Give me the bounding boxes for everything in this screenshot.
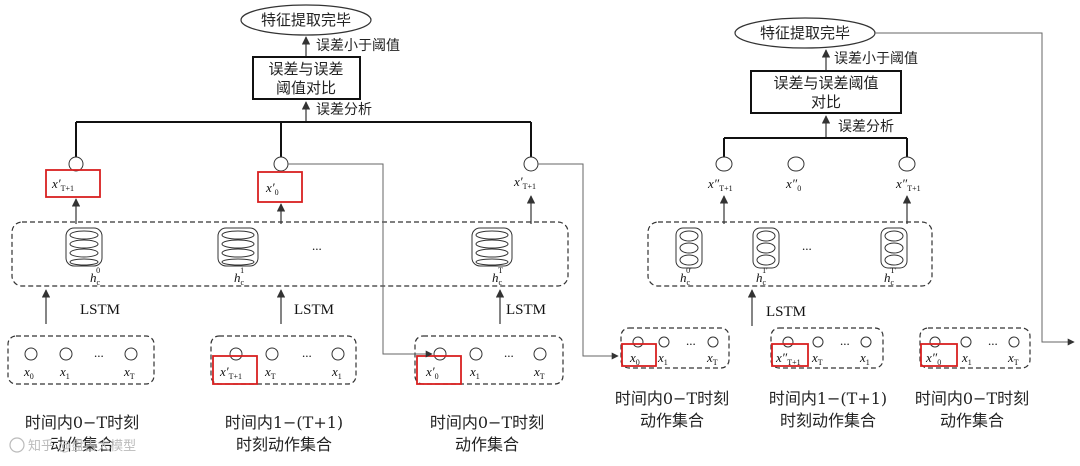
svg-text:...: ... [840,333,850,348]
right-group-caption: 时间内0−T时刻 [615,389,729,408]
left-done-node [240,4,372,36]
left-input-group: ... x′0 x1 xT [414,335,564,385]
watermark-text: 知乎 @盘古大模型 [28,438,136,454]
right-done-label: 特征提取完毕 [760,24,850,42]
right-group-caption: 时刻动作集合 [780,411,876,430]
svg-text:x0: x0 [23,364,34,381]
right-output-node [787,156,805,172]
right-output-label: x″0 [785,176,801,193]
svg-text:...: ... [988,333,998,348]
right-compare-label-1: 误差与误差阈值 [773,74,878,92]
left-hidden-ellipsis: ... [312,238,322,253]
right-framework: 特征提取完毕 误差小于阈值 误差与误差阈值 对比 误差分析 x″T+1 x″0 … [615,17,1075,430]
right-compare-label-2: 对比 [811,93,841,111]
right-input-group: ... x″T+1 xT x1 [770,327,884,369]
left-hidden-label: hcT [492,266,503,287]
svg-text:x1: x1 [469,364,480,381]
right-lstm-label: LSTM [766,304,806,320]
left-lstm-cell [471,227,513,267]
svg-text:...: ... [686,333,696,348]
left-hidden-label: hc0 [90,266,101,287]
right-output-label: x″T+1 [707,176,733,193]
right-compare-box [750,70,902,114]
svg-text:...: ... [504,345,514,360]
svg-text:x0: x0 [629,350,640,367]
right-input-group: ... x″0 x1 xT [919,327,1031,369]
svg-text:x″0: x″0 [925,350,941,367]
svg-text:x′0: x′0 [425,364,439,381]
left-lstm-label: LSTM [506,302,546,318]
svg-text:...: ... [94,345,104,360]
svg-text:x1: x1 [331,364,342,381]
right-group-caption: 时间内0−T时刻 [915,389,1029,408]
left-input-group: ... x′T+1 xT x1 [210,335,357,385]
right-group-caption: 时间内1−(T+1) [769,389,887,408]
svg-text:x1: x1 [657,350,668,367]
left-compare-label-1: 误差与误差 [268,60,343,78]
right-error-small-label: 误差小于阈值 [834,51,918,67]
left-output-label: x′T+1 [513,174,536,191]
left-hidden-label: hc1 [234,266,245,287]
right-output-label: x″T+1 [895,176,921,193]
left-output-node [68,156,84,172]
right-group-caption: 动作集合 [940,411,1004,430]
left-output-node [523,156,539,172]
left-lstm-label: LSTM [80,302,120,318]
svg-text:x1: x1 [59,364,70,381]
svg-text:xT: xT [123,364,135,381]
svg-text:...: ... [302,345,312,360]
right-lstm-cell [675,227,703,269]
left-lstm-cell [217,227,259,267]
left-output-label: x′T+1 [51,176,74,193]
left-lstm-label: LSTM [294,302,334,318]
right-hidden-label: hc1′ [756,266,768,287]
left-group-caption: 动作集合 [455,435,519,454]
svg-text:x′T+1: x′T+1 [219,364,242,381]
left-output-highlight [257,171,303,203]
right-output-node [715,156,733,172]
left-compare-box [252,56,361,100]
svg-text:xT: xT [1007,350,1019,367]
left-hidden-layer [11,221,569,287]
left-output-node [273,156,289,172]
right-hidden-ellipsis: ... [802,238,812,253]
left-lstm-cell [65,227,103,267]
right-hidden-label: hcT′ [884,266,897,287]
right-hidden-layer [647,221,933,287]
left-compare-label-2: 阈值对比 [276,79,336,97]
right-analysis-label: 误差分析 [838,119,894,135]
right-group-caption: 动作集合 [640,411,704,430]
left-analysis-label: 误差分析 [316,102,372,118]
svg-text:x″T+1: x″T+1 [775,350,801,367]
left-group-caption: 时间内1−(T+1) [225,413,343,432]
left-feedback-line [288,163,433,358]
right-hidden-label: hc0′ [680,266,692,287]
left-to-right-connector [538,163,619,360]
svg-text:xT: xT [264,364,276,381]
left-group-caption: 时刻动作集合 [236,435,332,454]
watermark: 知乎 @盘古大模型 [9,437,136,454]
left-framework: 特征提取完毕 误差小于阈值 误差与误差 阈值对比 误差分析 x′T+1 x′0 … [7,4,569,454]
left-group-caption: 动作集合 [50,435,114,454]
svg-text:x1: x1 [961,350,972,367]
right-feedback-line [875,32,1075,346]
svg-text:xT: xT [533,364,545,381]
svg-text:x1: x1 [859,350,870,367]
right-lstm-cell [880,227,908,269]
right-input-group: ... x0 x1 xT [620,327,730,369]
left-input-group: ... x0 x1 xT [7,335,155,385]
left-group-caption: 时间内0−T时刻 [25,413,139,432]
left-error-small-label: 误差小于阈值 [316,38,400,54]
right-output-node [898,156,916,172]
right-lstm-cell [752,227,780,269]
svg-text:xT: xT [811,350,823,367]
svg-text:xT: xT [706,350,718,367]
left-output-label: x′0 [265,180,279,197]
left-output-highlight [45,169,101,198]
left-group-caption: 时间内0−T时刻 [430,413,544,432]
left-done-label: 特征提取完毕 [261,11,351,29]
